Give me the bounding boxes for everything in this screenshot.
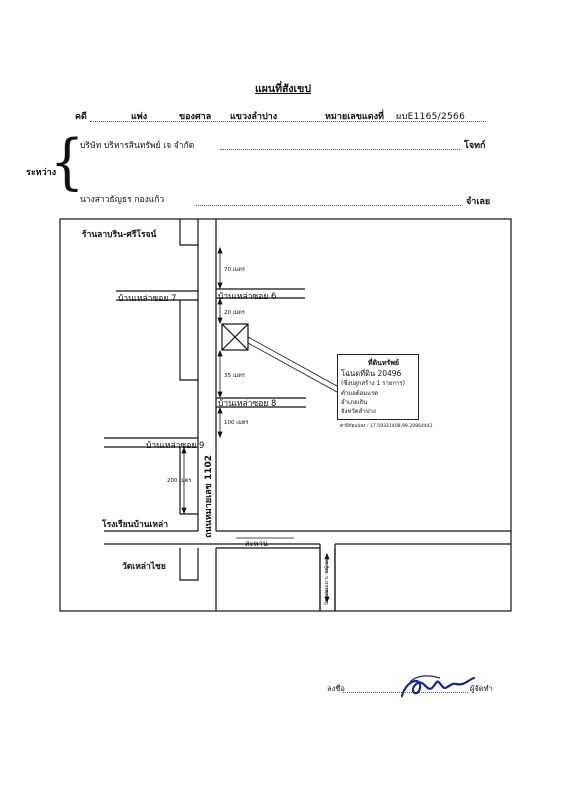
defendant-dotted-line [196, 205, 461, 206]
main-road-label: ถนนหมายเลข 1102 [204, 455, 214, 538]
handwritten-signature [400, 675, 476, 698]
side-road-label: บ้านท่อนเมาะ-หญ้าด [324, 560, 330, 606]
between-label: ระหว่าง [26, 168, 57, 178]
shop-label: ร้านลาบริน-ศรีโรจน์ [82, 230, 157, 240]
brace-glyph: { [49, 127, 85, 197]
property-heading: ที่ดินทรัพย์ [368, 359, 400, 367]
case-label: คดี [75, 112, 87, 122]
distance-70: 70 เมตร [224, 267, 245, 273]
soi7-label: บ้านเหล่าซอย 7 [118, 294, 177, 304]
soi8-label: บ้านเหล่าซอย 8 [218, 399, 277, 409]
property-deed: โฉนดที่ดิน 20496 [341, 369, 402, 378]
property-amphoe: อำเภอเถิน [341, 399, 368, 406]
plaintiff-role: โจทก์ [464, 141, 486, 151]
distance-200: 200 เมตร [167, 478, 192, 484]
distance-20: 20 เมตร [224, 310, 245, 316]
bridge-label: สะพาน [245, 539, 268, 548]
soi6-label: บ้านเหล่าซอย 6 [218, 292, 277, 302]
shop-outline [179, 219, 198, 246]
map-frame [59, 218, 512, 612]
distance-100: 100 เมตร [224, 420, 249, 426]
sign-label: ลงชื่อ [327, 684, 345, 693]
property-building: (ซึ่งปลูกสร้าง 1 รายการ) [341, 380, 405, 387]
defendant-name: นางสาวธัญธร กองแก้ว [80, 195, 165, 205]
temple-label: วัดเหล่าไชย [122, 562, 166, 572]
case-type: แพ่ง [131, 112, 148, 122]
coordinates-text: ค่าพิกัดแปลง : 17.59331408,99.20864441 [340, 424, 433, 429]
preparer-role: ผู้จัดทำ [470, 684, 493, 693]
school-label: โรงเรียนบ้านเหล่า [102, 520, 169, 530]
property-info-box: ที่ดินทรัพย์ โฉนดที่ดิน 20496 (ซึ่งปลูกส… [337, 354, 419, 420]
plaintiff-name: บริษัท บริหารสินทรัพย์ เจ จำกัด [80, 141, 195, 151]
soi9-label: บ้านเหล่าซอย 9 [146, 441, 205, 451]
property-province: จังหวัดลำปาง [341, 408, 376, 415]
court-name: แขวงลำปาง [230, 112, 278, 122]
defendant-role: จำเลย [466, 197, 491, 207]
page-title: แผนที่สังเขป [255, 83, 311, 95]
case-no-label: หมายเลขแดงที่ [325, 112, 384, 122]
case-number: ผบE1165/2566 [396, 112, 466, 122]
signature-dotted-line [343, 692, 468, 693]
header-dotted-line [90, 121, 486, 122]
plaintiff-dotted-line [220, 149, 460, 150]
distance-35: 35 เมตร [224, 373, 245, 379]
court-label: ของศาล [179, 112, 212, 122]
property-tambon: ตำบลต้อมแรด [341, 390, 379, 397]
